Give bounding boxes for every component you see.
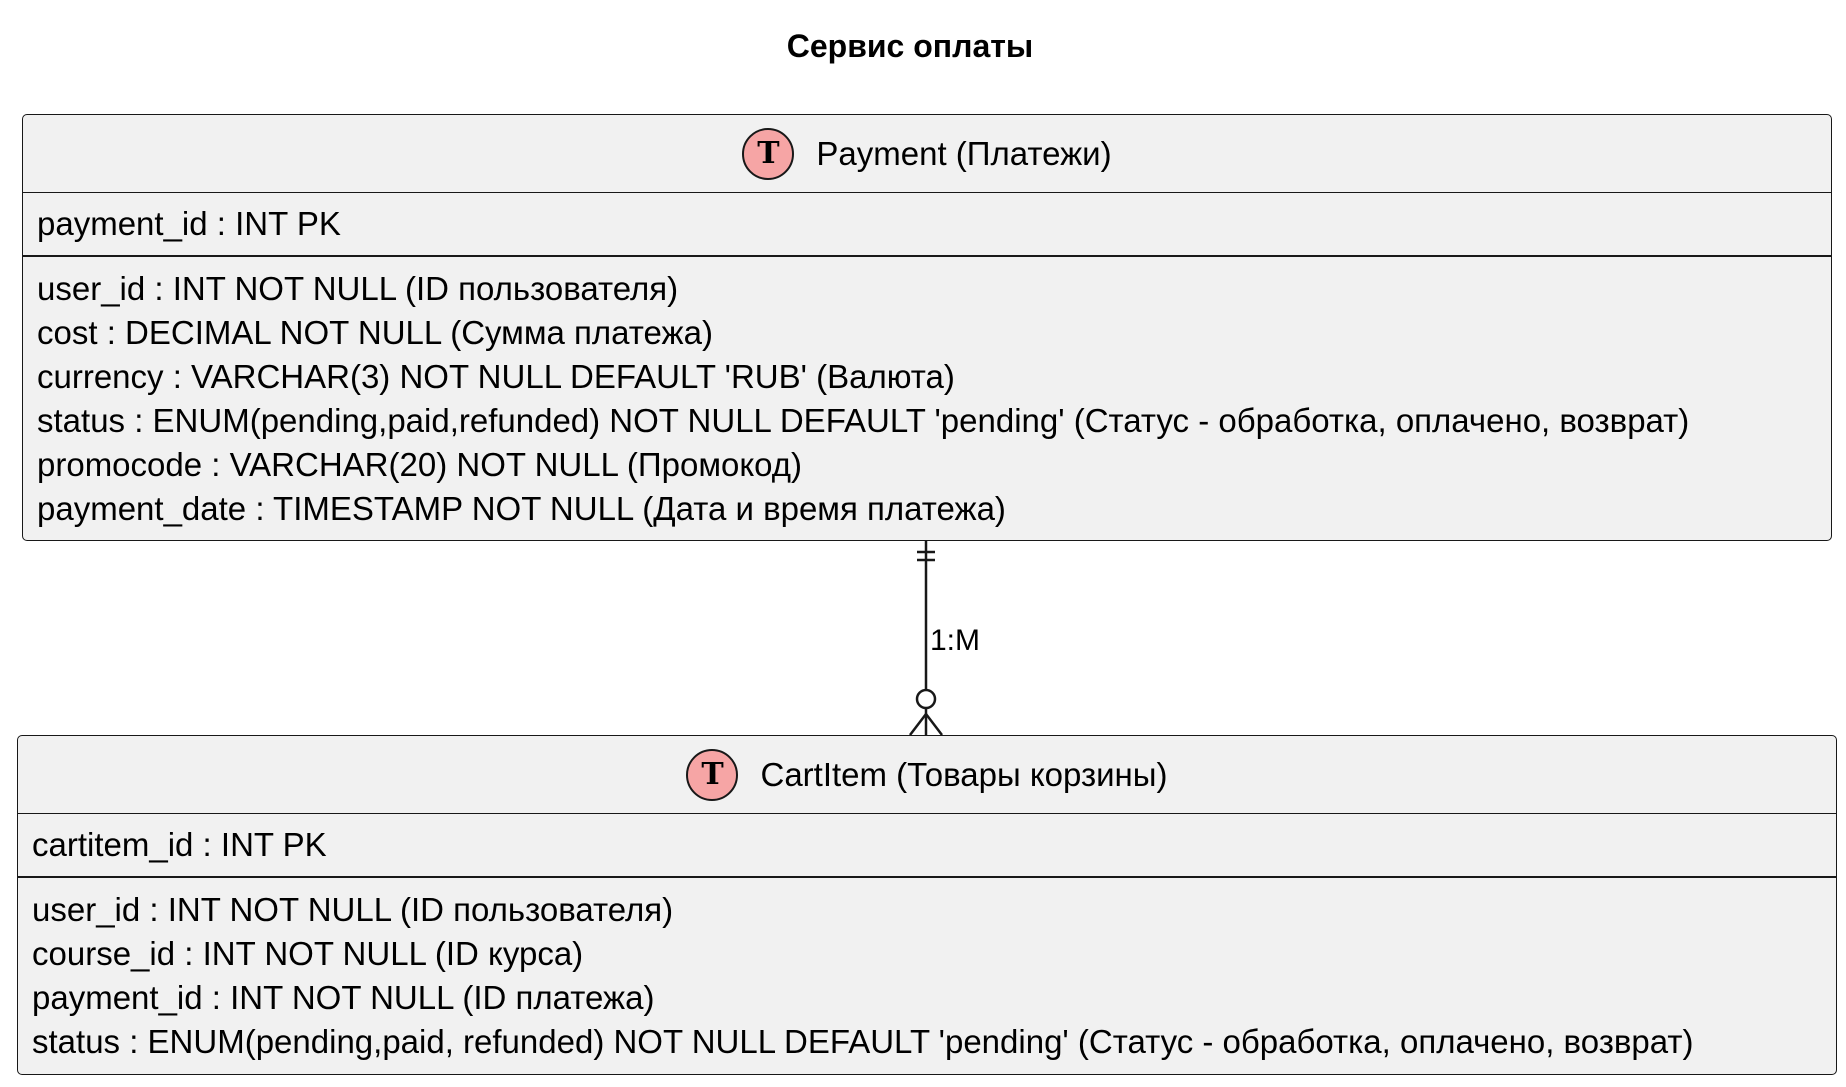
field-payment-id: payment_id : INT NOT NULL (ID платежа) [32,979,655,1016]
entity-header: T Payment (Платежи) [23,115,1831,193]
field-status: status : ENUM(pending,paid,refunded) NOT… [37,402,1690,439]
primary-key-field: payment_id : INT PK [23,193,1831,257]
field-cost: cost : DECIMAL NOT NULL (Сумма платежа) [37,314,713,351]
field-payment-date: payment_date : TIMESTAMP NOT NULL (Дата … [37,490,1006,527]
table-icon: T [742,127,795,180]
field-currency: currency : VARCHAR(3) NOT NULL DEFAULT '… [37,358,955,395]
primary-key-field: cartitem_id : INT PK [18,814,1836,878]
diagram-title: Сервис оплаты [786,28,1034,64]
entity-name: CartItem (Товары корзины) [760,755,1168,793]
field-user-id: user_id : INT NOT NULL (ID пользователя) [32,891,674,928]
relationship-label: 1:M [930,624,980,657]
field-course-id: course_id : INT NOT NULL (ID курса) [32,935,584,972]
field-promocode: promocode : VARCHAR(20) NOT NULL (Промок… [37,446,803,483]
entity-name: Payment (Платежи) [816,134,1112,172]
field-list: user_id : INT NOT NULL (ID пользователя)… [23,257,1831,537]
entity-header: T CartItem (Товары корзины) [18,736,1836,814]
entity-cartitem[interactable]: T CartItem (Товары корзины) cartitem_id … [17,735,1837,1075]
field-list: user_id : INT NOT NULL (ID пользователя)… [18,878,1836,1070]
table-icon: T [686,748,739,801]
entity-payment[interactable]: T Payment (Платежи) payment_id : INT PK … [22,114,1832,541]
field-status: status : ENUM(pending,paid, refunded) NO… [32,1023,1694,1060]
field-user-id: user_id : INT NOT NULL (ID пользователя) [37,270,679,307]
crowfoot-mark [925,713,943,736]
crowfoot-mark [909,713,927,736]
zero-optional-mark [915,688,937,710]
